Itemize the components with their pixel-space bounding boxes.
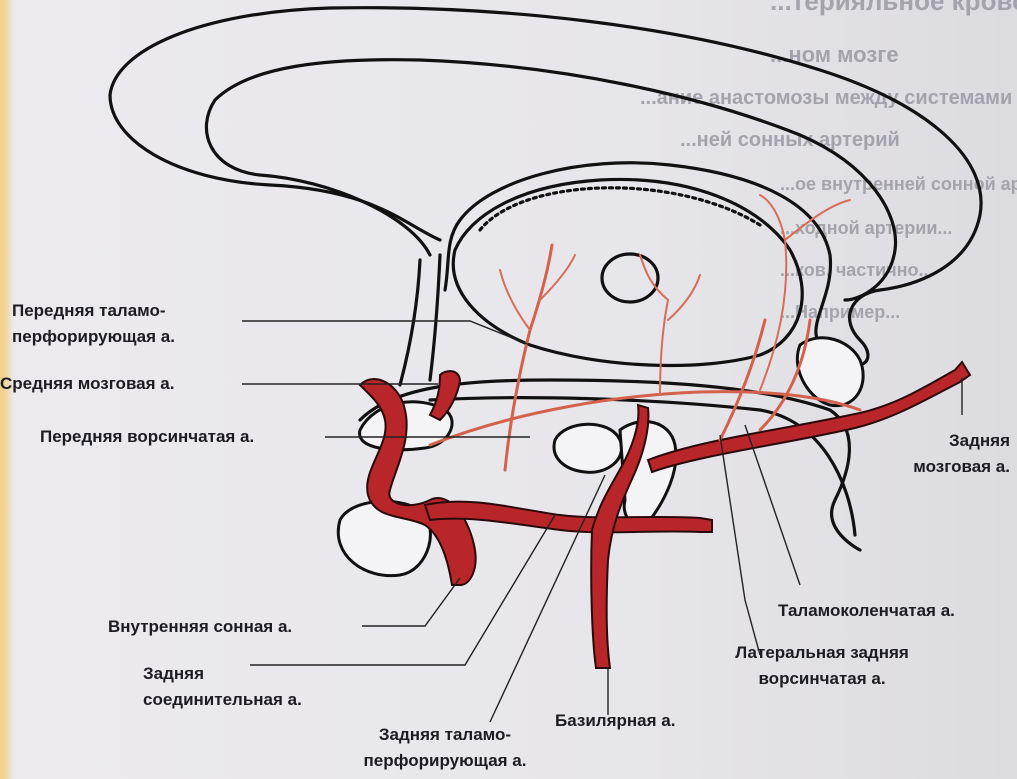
thalamus-branch-3 <box>660 300 668 395</box>
choroid-plexus-branch <box>760 195 786 390</box>
label-basilar-artery: Базилярная а. <box>555 708 675 734</box>
fornix-arc <box>400 255 440 385</box>
leader-thalamogeniculate <box>745 425 800 585</box>
thalamus-outline <box>453 179 802 365</box>
thalamus-branch-4 <box>640 255 668 300</box>
label-lateral-posterior-choroidal-artery: Латеральная задняя ворсинчатая а. <box>722 640 922 692</box>
middle-cerebral-artery <box>430 371 460 420</box>
leader-anterior-thalamoperforating <box>242 321 530 345</box>
label-middle-cerebral-artery: Средняя мозговая а. <box>0 371 174 397</box>
label-posterior-communicating-artery: Задняя соединительная а. <box>143 661 302 713</box>
leader-lateral-posterior-choroidal <box>720 435 760 655</box>
thalamus-branch-5 <box>668 275 700 320</box>
label-thalamogeniculate-artery: Таламоколенчатая а. <box>778 598 955 624</box>
label-internal-carotid-artery: Внутренняя сонная а. <box>108 614 292 640</box>
tectum <box>797 338 863 406</box>
corpus-callosum-inner <box>206 60 895 300</box>
leader-internal-carotid <box>362 578 460 626</box>
label-anterior-choroidal-artery: Передняя ворсинчатая а. <box>40 424 254 450</box>
label-anterior-thalamoperforating-artery: Передняя таламо- перфорирующая а. <box>12 298 175 350</box>
anterior-thalamoperforating-branch <box>505 245 552 470</box>
label-posterior-thalamoperforating-artery: Задняя таламо- перфорирующая а. <box>335 722 555 774</box>
thalamogeniculate-branch <box>720 320 765 440</box>
mammillary-body <box>554 424 622 472</box>
label-posterior-cerebral-artery: Задняя мозговая а. <box>900 428 1010 480</box>
thalamus-branch-1 <box>500 270 530 330</box>
